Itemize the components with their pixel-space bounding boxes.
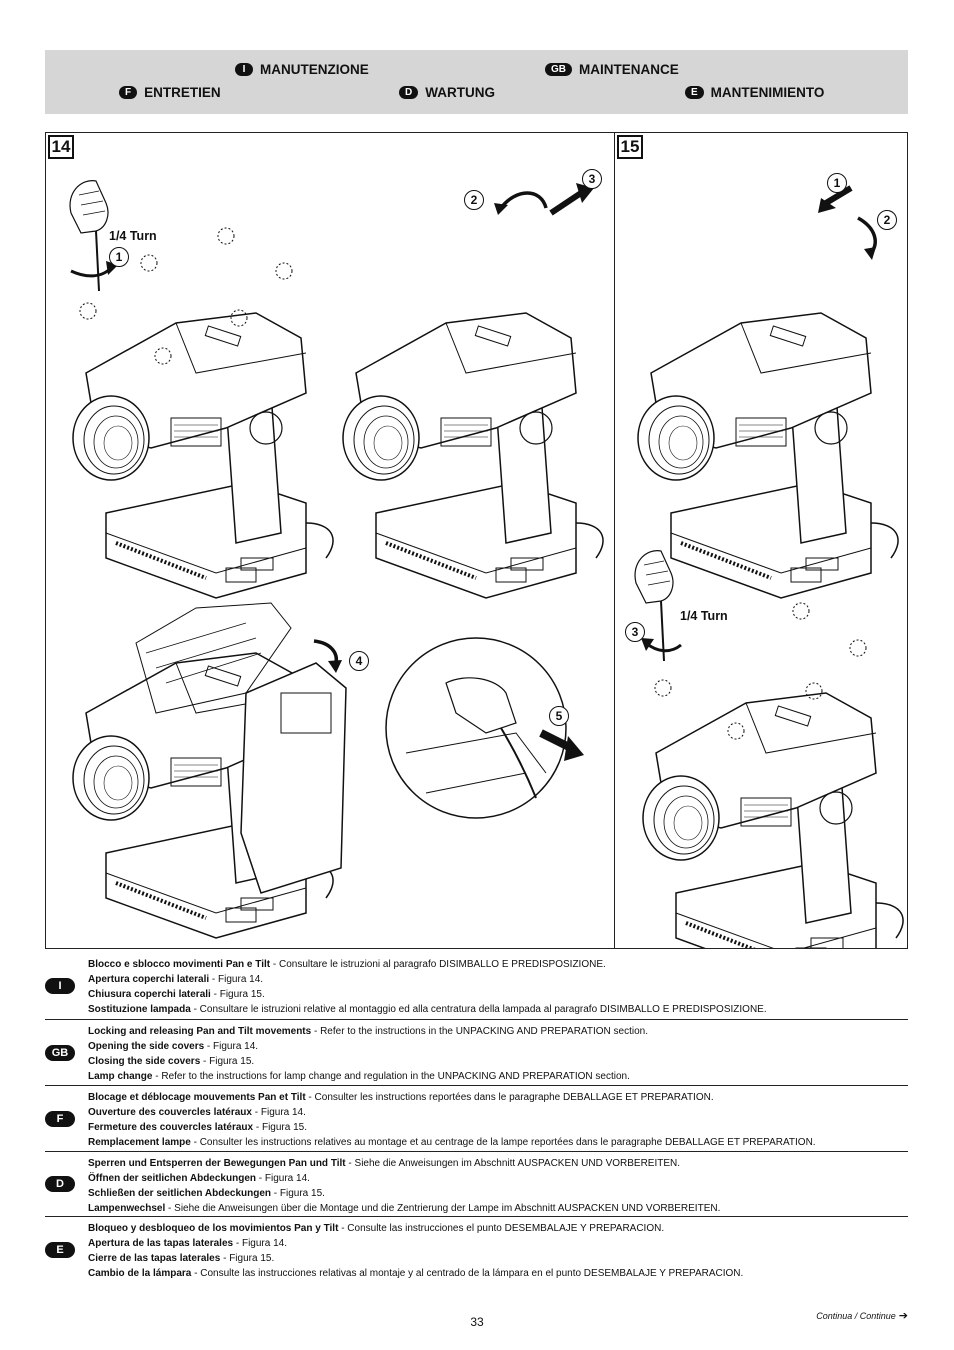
section-gb: GB Locking and releasing Pan and Tilt mo…	[45, 1020, 908, 1086]
header-item-fr: F ENTRETIEN	[119, 85, 221, 100]
figure-number-14: 14	[48, 135, 74, 159]
section-it: I Blocco e sblocco movimenti Pan e Tilt …	[45, 953, 908, 1020]
instruction-line: Sostituzione lampada - Consultare le ist…	[88, 1004, 767, 1015]
instruction-line: Öffnen der seitlichen Abdeckungen - Figu…	[88, 1173, 310, 1184]
figure-number-15: 15	[617, 135, 643, 159]
lang-badge-it: I	[235, 63, 253, 76]
hand-screwdriver-illustration	[634, 549, 674, 662]
continue-note: Continua / Continue➔	[816, 1309, 908, 1322]
instruction-line: Bloqueo y desbloqueo de los movimientos …	[88, 1223, 665, 1234]
header-label-gb: MAINTENANCE	[579, 62, 679, 77]
open-fixture-illustration	[71, 602, 347, 940]
fixture-illustration	[636, 311, 901, 600]
maintenance-illustrations	[69, 179, 906, 948]
header-label-it: MANUTENZIONE	[260, 62, 369, 77]
step-number: 1	[827, 173, 847, 193]
lang-badge-it: I	[45, 978, 75, 994]
instruction-line: Cambio de la lámpara - Consulte las inst…	[88, 1268, 744, 1279]
arrow-right-icon: ➔	[898, 1310, 908, 1322]
figure-divider	[614, 133, 615, 948]
instruction-line: Blocco e sblocco movimenti Pan e Tilt - …	[88, 959, 606, 970]
step-number: 2	[464, 190, 484, 210]
section-fr: F Blocage et déblocage mouvements Pan et…	[45, 1086, 908, 1152]
step-number: 3	[582, 169, 602, 189]
figure-frame: 14 15 1/4 Turn 1/4 Turn 1 2 3 4 5 1 2 3	[45, 132, 908, 949]
lang-badge-es: E	[45, 1242, 75, 1258]
quarter-turn-label: 1/4 Turn	[680, 609, 728, 623]
instruction-line: Schließen der seitlichen Abdeckungen - F…	[88, 1188, 325, 1199]
instruction-line: Opening the side covers - Figura 14.	[88, 1041, 259, 1052]
instruction-line: Locking and releasing Pan and Tilt movem…	[88, 1026, 648, 1037]
instruction-line: Lamp change - Refer to the instructions …	[88, 1071, 630, 1082]
header-item-es: E MANTENIMIENTO	[685, 85, 824, 100]
instruction-line: Ouverture des couvercles latéraux - Figu…	[88, 1107, 306, 1118]
header-band: I MANUTENZIONE GB MAINTENANCE F ENTRETIE…	[45, 50, 908, 114]
instruction-line: Fermeture des couvercles latéraux - Figu…	[88, 1122, 308, 1133]
lang-badge-de: D	[45, 1176, 75, 1192]
page-number: 33	[470, 1315, 484, 1329]
detail-magnifier	[385, 637, 567, 819]
instruction-line: Apertura de las tapas laterales - Figura…	[88, 1238, 287, 1249]
instruction-line: Remplacement lampe - Consulter les instr…	[88, 1137, 816, 1148]
continue-label: Continua / Continue	[816, 1311, 896, 1321]
lang-badge-fr: F	[45, 1110, 75, 1127]
header-item-de: D WARTUNG	[399, 85, 495, 100]
fixture-illustration	[71, 311, 336, 600]
instruction-line: Apertura coperchi laterali - Figura 14.	[88, 974, 264, 985]
fixture-illustration	[641, 691, 906, 948]
instruction-line: Lampenwechsel - Siehe die Anweisungen üb…	[88, 1203, 721, 1214]
step-number: 4	[349, 651, 369, 671]
lang-badge-es: E	[685, 86, 704, 99]
section-de: D Sperren und Entsperren der Bewegungen …	[45, 1152, 908, 1217]
instruction-line: Cierre de las tapas laterales - Figura 1…	[88, 1253, 275, 1264]
step-number: 3	[625, 622, 645, 642]
header-item-gb: GB MAINTENANCE	[545, 62, 679, 77]
lang-badge-gb: GB	[45, 1044, 75, 1061]
header-label-fr: ENTRETIEN	[144, 85, 221, 100]
quarter-turn-label: 1/4 Turn	[109, 229, 157, 243]
instruction-line: Sperren und Entsperren der Bewegungen Pa…	[88, 1158, 681, 1169]
lang-badge-de: D	[399, 86, 419, 99]
section-es: E Bloqueo y desbloqueo de los movimiento…	[45, 1217, 908, 1283]
lang-badge-gb: GB	[545, 63, 572, 76]
step-number: 5	[549, 706, 569, 726]
header-label-de: WARTUNG	[425, 85, 495, 100]
step-number: 1	[109, 247, 129, 267]
header-item-it: I MANUTENZIONE	[235, 62, 369, 77]
instruction-line: Closing the side covers - Figura 15.	[88, 1056, 255, 1067]
instruction-line: Chiusura coperchi laterali - Figura 15.	[88, 989, 265, 1000]
header-label-es: MANTENIMIENTO	[710, 85, 825, 100]
step-number: 2	[877, 210, 897, 230]
lang-badge-fr: F	[119, 86, 138, 99]
fixture-illustration	[341, 311, 606, 600]
instruction-line: Blocage et déblocage mouvements Pan et T…	[88, 1092, 714, 1103]
